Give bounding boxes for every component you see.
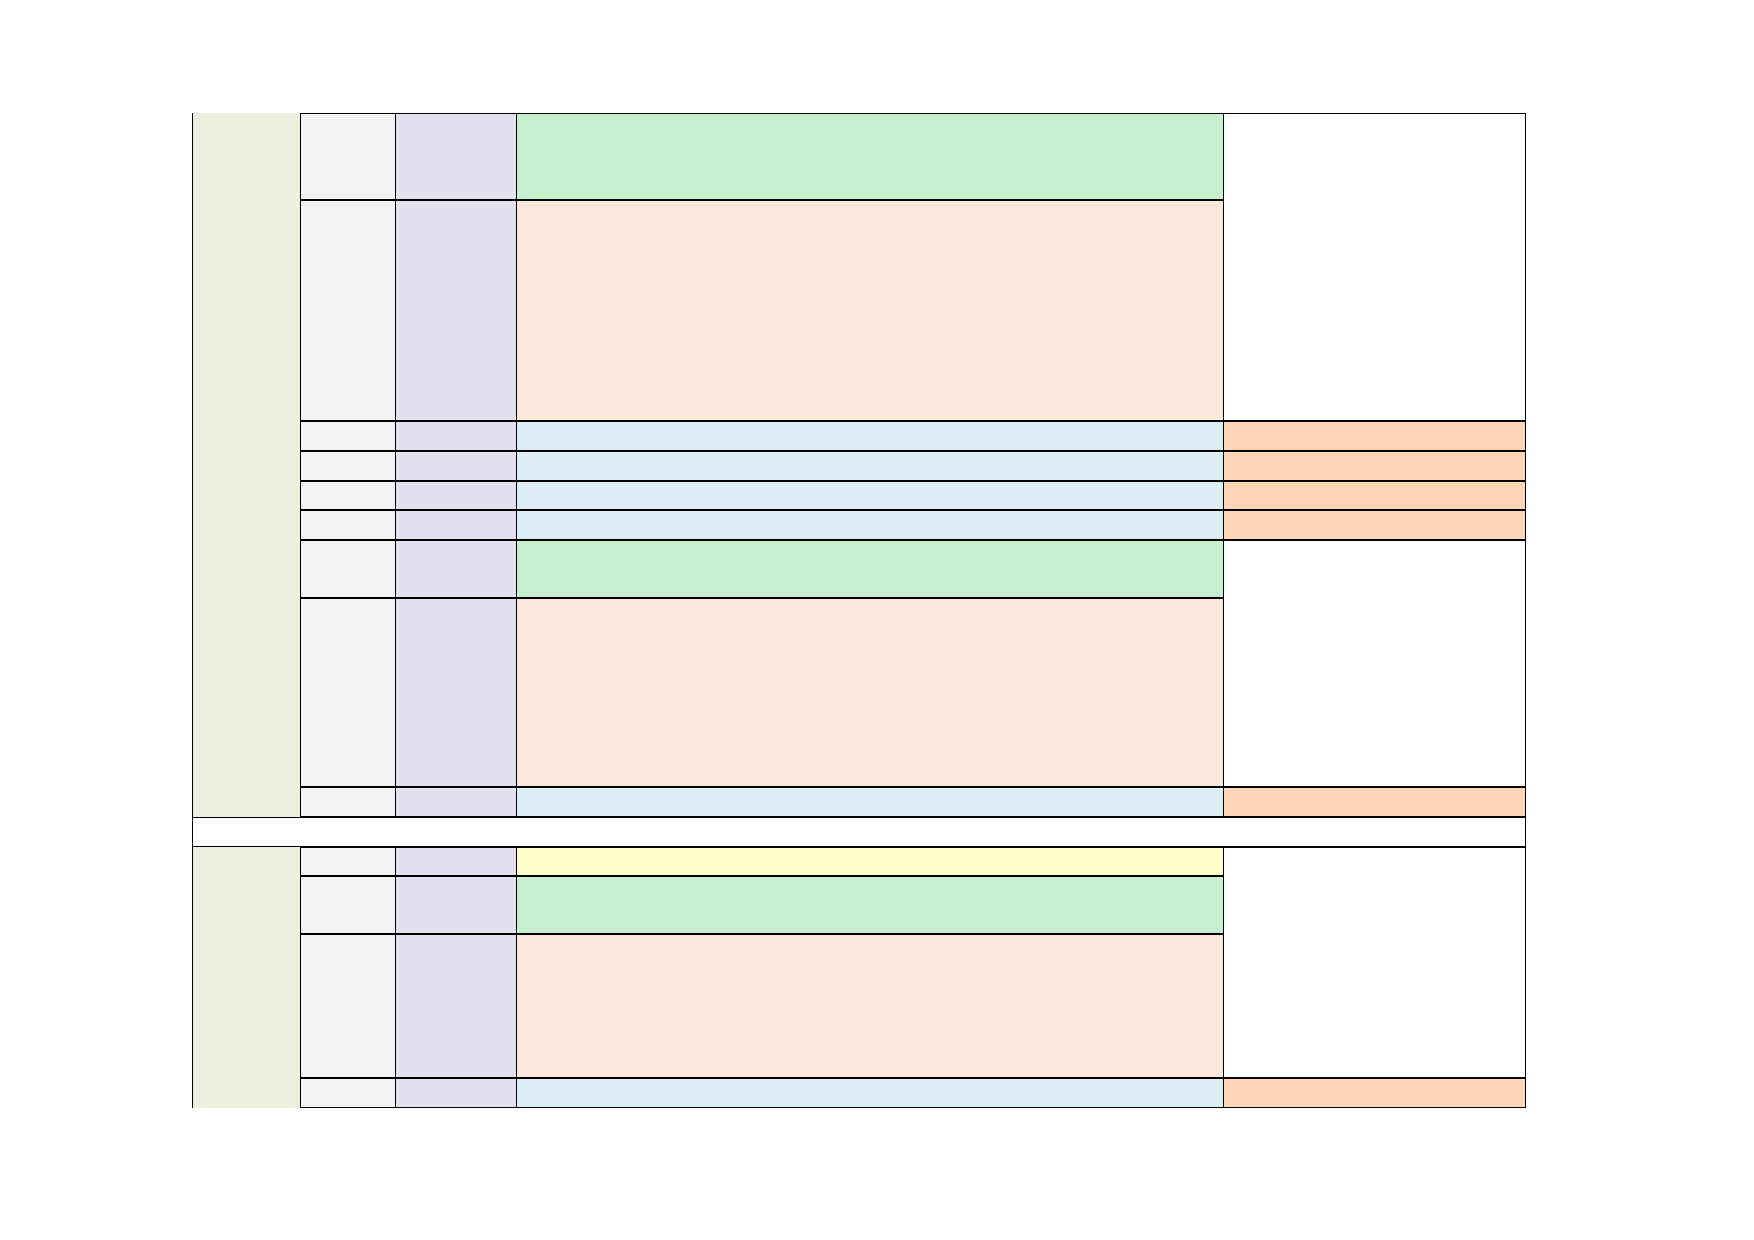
- body-row-id-cell: [300, 200, 395, 421]
- section-separator-band: [192, 817, 1526, 847]
- item-row-status-cell: [1223, 421, 1526, 451]
- item-row-content-cell: [516, 451, 1223, 481]
- heading-row-id-cell: [300, 113, 395, 200]
- item-row-status-cell: [1223, 481, 1526, 510]
- heading-row-content-cell: [516, 540, 1223, 598]
- heading-row-type-cell: [395, 540, 516, 598]
- title-row-id-cell: [300, 847, 395, 876]
- heading-row-id-cell: [300, 876, 395, 934]
- body-row-type-cell: [395, 200, 516, 421]
- item-row-id-cell: [300, 1078, 395, 1108]
- item-row-type-cell: [395, 1078, 516, 1108]
- item-row-content-cell: [516, 787, 1223, 817]
- item-row-content-cell: [516, 421, 1223, 451]
- item-row-id-cell: [300, 421, 395, 451]
- item-row-status-cell: [1223, 451, 1526, 481]
- item-row-status-cell: [1223, 1078, 1526, 1108]
- item-row-type-cell: [395, 421, 516, 451]
- status-note-cell: [1223, 540, 1526, 787]
- body-row-type-cell: [395, 598, 516, 787]
- status-note-cell: [1223, 847, 1526, 1078]
- body-row-id-cell: [300, 598, 395, 787]
- item-row-status-cell: [1223, 787, 1526, 817]
- item-row-id-cell: [300, 481, 395, 510]
- title-row-content-cell: [516, 847, 1223, 876]
- item-row-type-cell: [395, 451, 516, 481]
- heading-row-type-cell: [395, 113, 516, 200]
- body-row-type-cell: [395, 934, 516, 1078]
- item-row-id-cell: [300, 510, 395, 540]
- body-row-id-cell: [300, 934, 395, 1078]
- section-label-cell: [192, 847, 300, 1108]
- item-row-id-cell: [300, 451, 395, 481]
- item-row-type-cell: [395, 787, 516, 817]
- heading-row-id-cell: [300, 540, 395, 598]
- item-row-type-cell: [395, 481, 516, 510]
- item-row-content-cell: [516, 510, 1223, 540]
- item-row-status-cell: [1223, 510, 1526, 540]
- body-row-content-cell: [516, 934, 1223, 1078]
- item-row-id-cell: [300, 787, 395, 817]
- heading-row-content-cell: [516, 113, 1223, 200]
- heading-row-content-cell: [516, 876, 1223, 934]
- item-row-content-cell: [516, 481, 1223, 510]
- item-row-content-cell: [516, 1078, 1223, 1108]
- section-label-cell: [192, 113, 300, 817]
- title-row-type-cell: [395, 847, 516, 876]
- status-note-cell: [1223, 113, 1526, 421]
- heading-row-type-cell: [395, 876, 516, 934]
- item-row-type-cell: [395, 510, 516, 540]
- body-row-content-cell: [516, 598, 1223, 787]
- body-row-content-cell: [516, 200, 1223, 421]
